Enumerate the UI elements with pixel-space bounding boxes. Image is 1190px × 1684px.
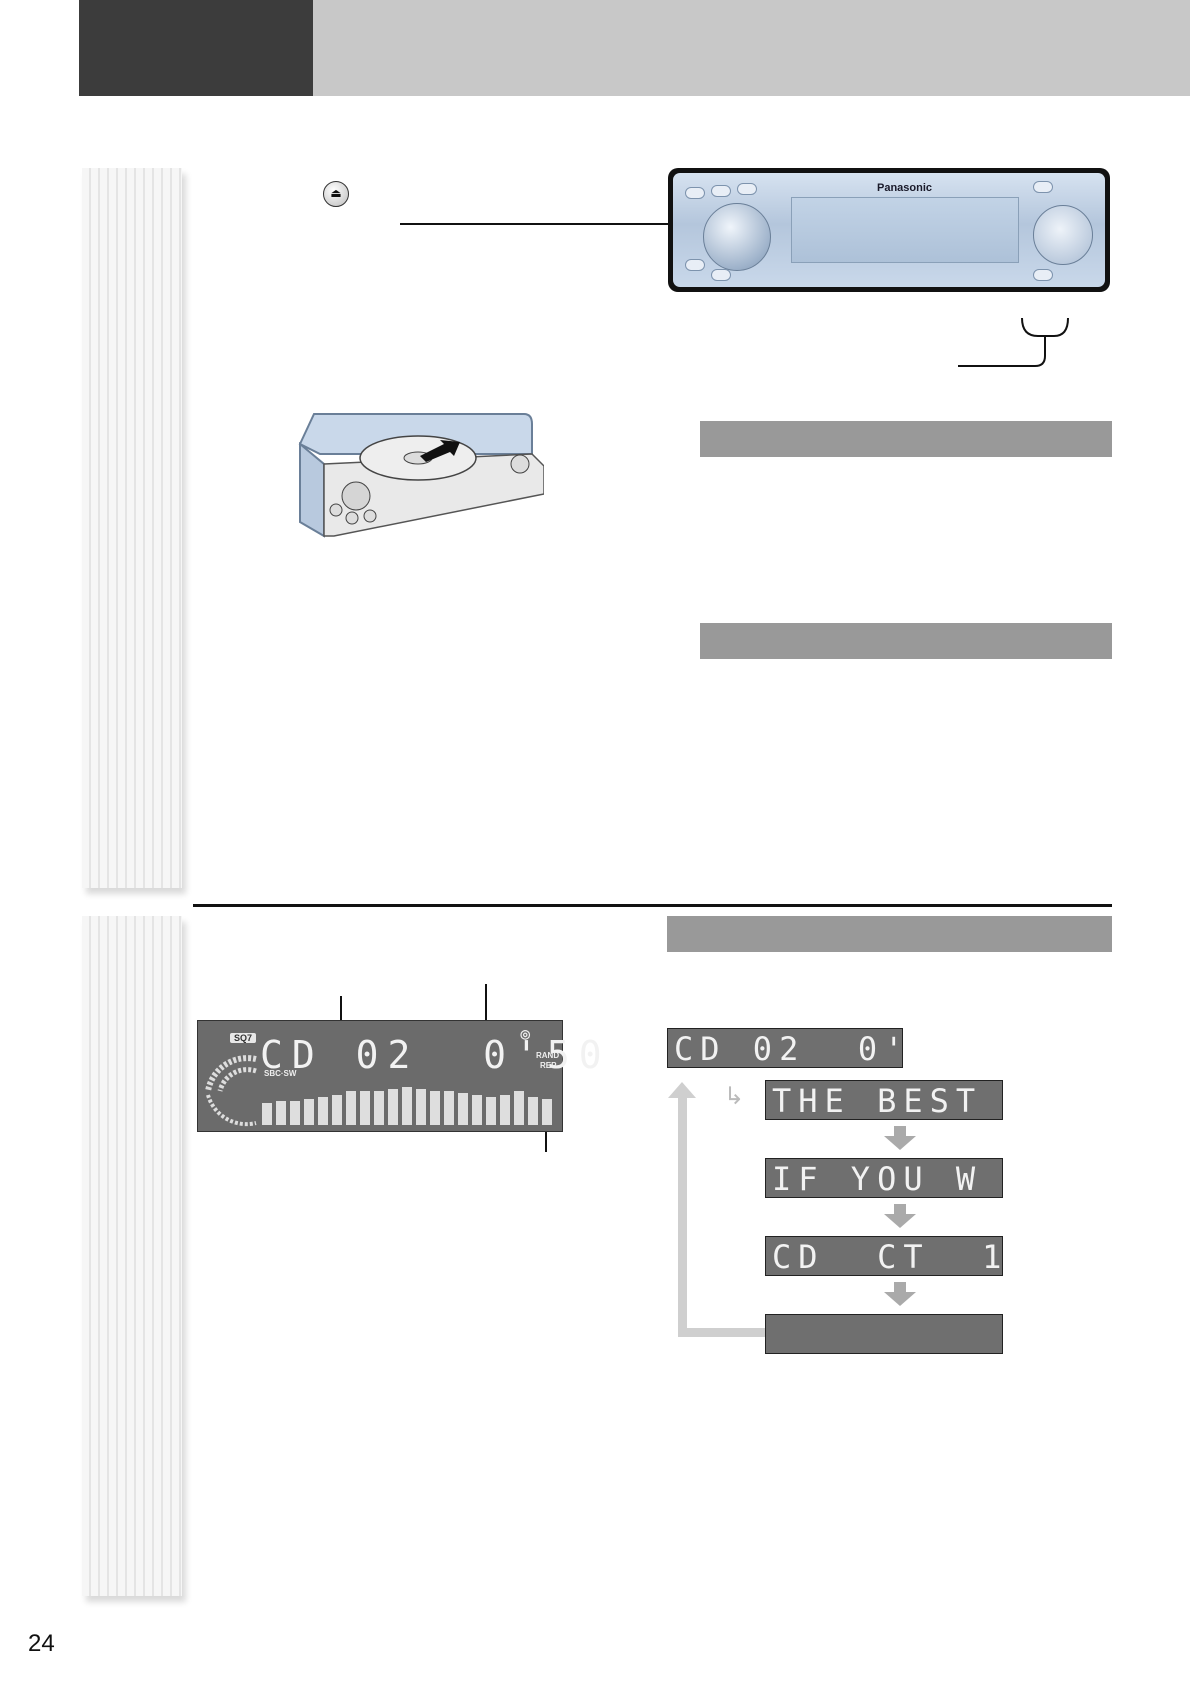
sequence-text: CD CT 10:00 bbox=[772, 1238, 1002, 1276]
leader-line bbox=[340, 996, 342, 1022]
faceplate-button bbox=[1033, 269, 1053, 281]
rand-label: RAND bbox=[536, 1051, 560, 1060]
loop-arrow-line bbox=[678, 1328, 768, 1337]
sequence-display-3: IF YOU W bbox=[765, 1158, 1003, 1198]
disc-icon: ◎ bbox=[520, 1027, 531, 1041]
lcd-main-text: CD 02 0'50 bbox=[260, 1033, 611, 1077]
down-arrow-icon bbox=[884, 1204, 916, 1228]
curved-arrow-icon: ↳ bbox=[724, 1082, 745, 1110]
rep-label: REP bbox=[540, 1061, 557, 1070]
page-number: 24 bbox=[28, 1630, 55, 1657]
faceplate-button bbox=[737, 183, 757, 195]
sequence-display-1: CD 02 0'50 bbox=[667, 1028, 903, 1068]
brand-logo: Panasonic bbox=[877, 182, 933, 194]
section-divider bbox=[193, 904, 1112, 907]
sequence-text: IF YOU W bbox=[772, 1160, 983, 1198]
bracket-callout bbox=[958, 317, 1069, 367]
level-meter-icon bbox=[205, 1055, 257, 1127]
section-heading-bar bbox=[700, 421, 1112, 457]
side-stripe-top bbox=[82, 168, 182, 888]
sequence-text: THE BEST bbox=[772, 1082, 983, 1120]
section-heading-bar bbox=[700, 623, 1112, 659]
down-arrow-icon bbox=[884, 1126, 916, 1150]
sq-badge: SQ7 bbox=[230, 1033, 257, 1043]
leader-line bbox=[545, 1122, 547, 1152]
leader-line bbox=[485, 984, 487, 1022]
sequence-display-5 bbox=[765, 1314, 1003, 1354]
down-arrow-icon bbox=[884, 1282, 916, 1306]
sequence-display-2: THE BEST bbox=[765, 1080, 1003, 1120]
sbc-label: SBC·SW bbox=[264, 1069, 297, 1078]
lcd-display: SQ7 CD 02 0'50 SBC·SW ◎ RAND REP bbox=[197, 1020, 602, 1132]
header-light-block bbox=[313, 0, 1190, 96]
faceplate-button bbox=[685, 259, 705, 271]
faceplate-button bbox=[711, 269, 731, 281]
eject-icon: ⏏ bbox=[323, 181, 349, 207]
faceplate-button bbox=[685, 187, 705, 199]
faceplate-button bbox=[1033, 181, 1053, 193]
section-heading-bar bbox=[667, 916, 1112, 952]
head-unit-illustration: Panasonic bbox=[668, 168, 1110, 292]
faceplate-button bbox=[711, 185, 731, 197]
cd-tray-illustration bbox=[298, 413, 544, 538]
header-dark-block bbox=[79, 0, 313, 96]
navigation-pad-icon bbox=[1033, 205, 1093, 265]
side-stripe-bottom bbox=[82, 916, 182, 1596]
sequence-display-4: CD CT 10:00 bbox=[765, 1236, 1003, 1276]
sequence-text: CD 02 0'50 bbox=[674, 1030, 902, 1068]
volume-knob-icon bbox=[703, 203, 771, 271]
loop-arrow-line bbox=[678, 1090, 687, 1336]
spectrum-bars-icon bbox=[262, 1087, 552, 1125]
head-unit-screen bbox=[791, 197, 1019, 263]
